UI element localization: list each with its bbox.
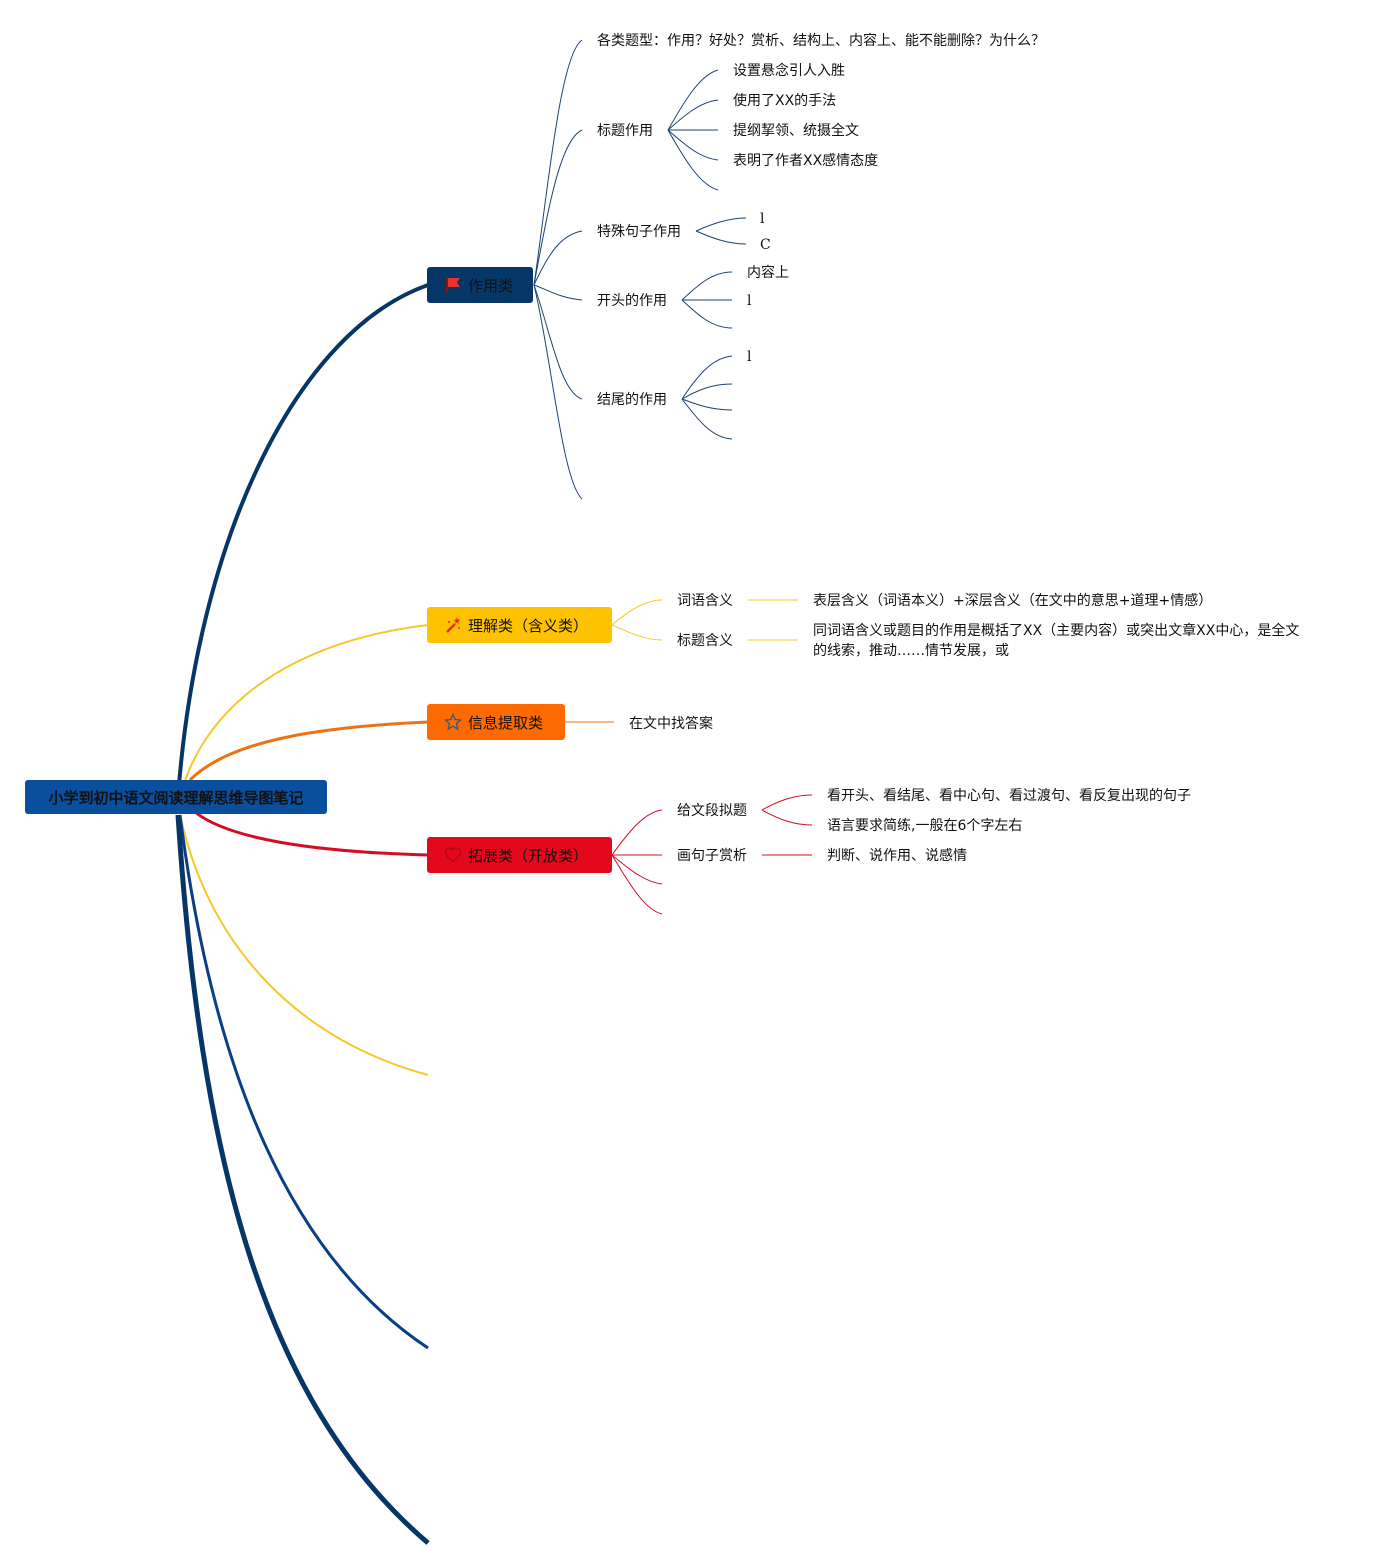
lijie-ciyu[interactable]: 词语含义 (677, 593, 733, 609)
branch-lijie[interactable]: 理解类（含义类） (427, 607, 612, 643)
branch-xinxi-label: 信息提取类 (468, 713, 544, 732)
branch-xinxi[interactable]: 信息提取类 (427, 704, 565, 740)
zuoyong-teshu[interactable]: 特殊句子作用 (597, 224, 681, 240)
connector-tuozhan-empty-1 (611, 854, 663, 885)
zuoyong-jiewei[interactable]: 结尾的作用 (597, 392, 667, 408)
connector-root-tuozhan (194, 810, 429, 857)
branch-tuozhan[interactable]: 拓展类（开放类） (427, 837, 612, 873)
connector-teshu-2 (695, 230, 747, 245)
connector-teshu-1 (695, 217, 747, 232)
tuozhan-juzi[interactable]: 画句子赏析 (677, 848, 747, 864)
star-icon (443, 712, 463, 732)
heart-icon (443, 845, 463, 865)
kaitou-item[interactable]: 内容上 (747, 265, 789, 281)
zuoyong-biaoti[interactable]: 标题作用 (597, 123, 653, 139)
connector-biaoti-2 (667, 99, 719, 131)
duan-item[interactable]: 语言要求简练,一般在6个字左右 (827, 818, 1023, 834)
connector-zuoyong-teshu (533, 230, 583, 286)
duan-item[interactable]: 看开头、看结尾、看中心句、看过渡句、看反复出现的句子 (827, 788, 1191, 804)
xinxi-zhao[interactable]: 在文中找答案 (629, 716, 713, 732)
connector-duan-2 (761, 809, 813, 826)
root-label: 小学到初中语文阅读理解思维导图笔记 (48, 788, 304, 807)
connector-zuoyong-gelei (533, 39, 583, 286)
connector-tuozhan-duan (611, 809, 663, 856)
jiewei-item[interactable]: l (747, 349, 752, 365)
connector-jiewei-2 (681, 383, 733, 400)
connector-zuoyong-empty (533, 284, 583, 500)
zuoyong-gelei[interactable]: 各类题型：作用？好处？赏析、结构上、内容上、能不能删除？为什么？ (597, 33, 1045, 49)
branch-lijie-label: 理解类（含义类） (468, 616, 589, 635)
lijie-biaoti[interactable]: 标题含义 (677, 633, 733, 649)
root-node[interactable]: 小学到初中语文阅读理解思维导图笔记 (25, 780, 327, 814)
connector-jiewei-4 (681, 398, 733, 440)
magic-wand-icon (443, 615, 463, 635)
connector-jiewei-1 (681, 355, 733, 400)
connector-biaoti-5 (667, 129, 719, 191)
biaoti-item[interactable]: 表明了作者XX感情态度 (733, 153, 879, 169)
teshu-item[interactable]: C (760, 237, 771, 253)
connector-kaitou-1 (681, 271, 733, 301)
connector-biaoti-1 (667, 69, 719, 131)
connector-biaoti-4 (667, 129, 719, 161)
connector-zuoyong-kaitou (533, 284, 583, 301)
connector-duan-1 (761, 794, 813, 811)
connector-root-empty-blue (178, 814, 429, 1350)
connector-root-empty-navy (175, 814, 430, 1545)
ciyu-detail[interactable]: 表层含义（词语本义）+深层含义（在文中的意思+道理+情感） (813, 593, 1213, 609)
zuoyong-kaitou[interactable]: 开头的作用 (597, 293, 667, 309)
branch-zuoyong-label: 作用类 (468, 276, 514, 295)
connector-tuozhan-empty-2 (611, 854, 663, 915)
lijie-biaoti-detail[interactable]: 同词语含义或题目的作用是概括了XX（主要内容）或突出文章XX中心，是全文的线索，… (813, 623, 1300, 659)
connector-root-xinxi (188, 720, 429, 782)
kaitou-item[interactable]: l (747, 293, 752, 309)
connector-zuoyong-jiewei (533, 284, 583, 400)
connector-zuoyong-biaoti (533, 129, 583, 286)
branch-tuozhan-label: 拓展类（开放类） (468, 846, 589, 865)
connector-jiewei-3 (681, 398, 733, 411)
connector-lijie-ciyu (611, 599, 663, 626)
connector-kaitou-3 (681, 299, 733, 329)
teshu-item[interactable]: l (760, 211, 765, 227)
juzi-detail[interactable]: 判断、说作用、说感情 (827, 848, 967, 864)
tuozhan-duan[interactable]: 给文段拟题 (677, 803, 747, 819)
branch-zuoyong[interactable]: 作用类 (427, 267, 533, 303)
connector-root-empty-yellow (179, 814, 429, 1076)
connector-lijie-biaoti (611, 624, 663, 641)
biaoti-item[interactable]: 设置悬念引人入胜 (733, 63, 845, 79)
biaoti-item[interactable]: 提纲挈领、统摄全文 (733, 123, 859, 139)
flag-icon (443, 275, 463, 295)
connector-root-zuoyong (176, 283, 429, 798)
biaoti-item[interactable]: 使用了XX的手法 (733, 93, 837, 109)
connector-root-lijie (179, 624, 429, 798)
